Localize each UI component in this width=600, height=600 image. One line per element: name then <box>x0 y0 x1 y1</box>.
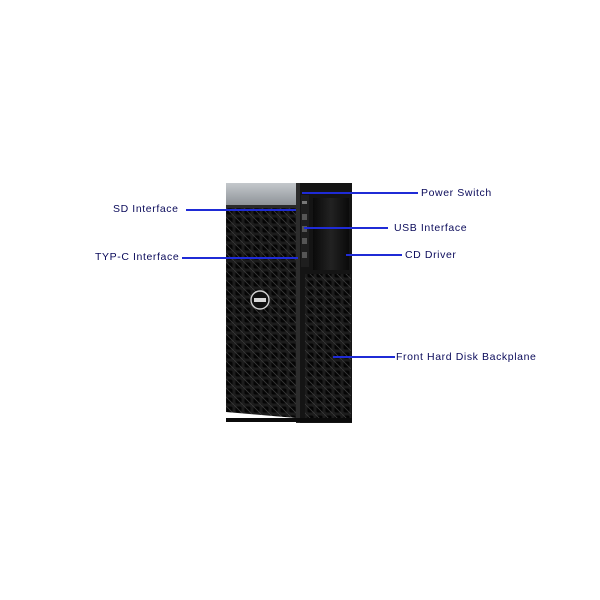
base <box>226 418 352 422</box>
leader-cd <box>346 254 402 256</box>
label-power-switch: Power Switch <box>421 187 492 199</box>
label-sd-interface: SD Interface <box>113 203 179 215</box>
leader-sd <box>186 209 296 211</box>
label-front-hdd-backplane: Front Hard Disk Backplane <box>396 351 537 363</box>
label-usb-interface: USB Interface <box>394 222 468 234</box>
leader-typec <box>182 257 298 259</box>
typec-port <box>302 252 307 258</box>
label-typec-interface: TYP-C Interface <box>95 251 180 263</box>
sd-slot <box>302 214 307 220</box>
usb-port <box>302 226 307 232</box>
usb-port <box>302 238 307 244</box>
power-switch-button <box>302 201 307 204</box>
leader-power <box>302 192 418 194</box>
left-mesh-panel <box>226 205 296 418</box>
leader-usb <box>304 227 388 229</box>
dell-logo <box>250 290 270 310</box>
leader-hdd <box>333 356 395 358</box>
front-panel <box>296 183 352 423</box>
label-cd-driver: CD Driver <box>405 249 457 261</box>
cd-drive-bay <box>313 198 349 270</box>
top-cap <box>226 183 296 205</box>
front-mesh <box>305 274 351 422</box>
